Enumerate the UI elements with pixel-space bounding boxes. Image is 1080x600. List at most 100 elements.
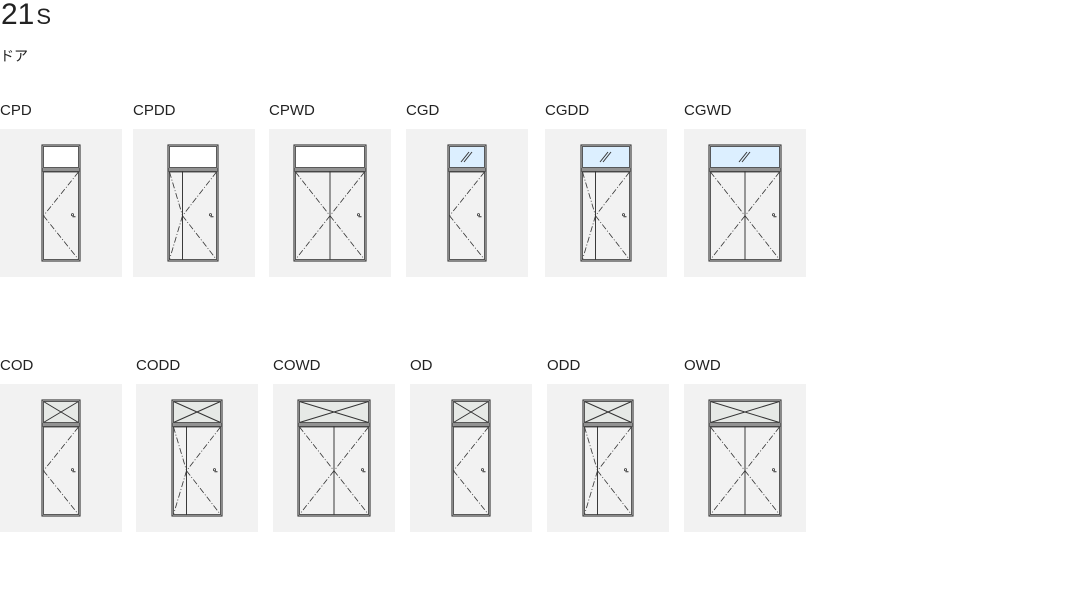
swing-line xyxy=(449,215,485,260)
door-tile xyxy=(545,129,667,277)
door-type-odd[interactable]: ODD xyxy=(547,357,669,532)
swing-line xyxy=(710,470,746,515)
door-type-od[interactable]: OD xyxy=(410,357,532,532)
swing-line xyxy=(295,171,331,216)
transom-panel xyxy=(295,146,365,168)
door-elevation-drawing xyxy=(171,399,223,517)
transom-cross xyxy=(710,401,780,423)
door-handle-icon xyxy=(622,213,626,217)
door-type-owd[interactable]: OWD xyxy=(684,357,806,532)
door-frame xyxy=(708,399,782,517)
door-handle-icon xyxy=(71,213,75,217)
door-frame xyxy=(171,399,223,517)
door-type-cowd[interactable]: COWD xyxy=(273,357,395,532)
door-handle-icon xyxy=(357,213,361,217)
glass-reflection-mark xyxy=(463,151,473,163)
door-leaf xyxy=(584,426,598,515)
door-leaf xyxy=(710,426,746,515)
swing-line xyxy=(333,470,369,515)
door-type-label: CPD xyxy=(0,102,32,119)
door-elevation-drawing xyxy=(41,399,81,517)
door-type-label: CGWD xyxy=(684,102,732,119)
door-handle-icon xyxy=(772,468,776,472)
door-frame xyxy=(293,144,367,262)
transom-glass xyxy=(449,146,485,168)
door-tile xyxy=(547,384,669,532)
door-type-codd[interactable]: CODD xyxy=(136,357,258,532)
door-elevation-drawing xyxy=(582,399,634,517)
door-type-cgd[interactable]: CGD xyxy=(406,102,528,277)
door-type-cpdd[interactable]: CPDD xyxy=(133,102,255,277)
door-type-label: CPDD xyxy=(133,102,176,119)
door-handle-icon xyxy=(481,468,485,472)
swing-line xyxy=(43,470,79,515)
door-tile xyxy=(136,384,258,532)
series-number: 21 xyxy=(1,0,35,31)
door-frame xyxy=(41,399,81,517)
door-type-cpd[interactable]: CPD xyxy=(0,102,122,277)
swing-line xyxy=(744,426,780,471)
door-tile xyxy=(684,384,806,532)
door-type-label: ODD xyxy=(547,357,581,374)
door-handle-icon xyxy=(477,213,481,217)
door-elevation-drawing xyxy=(167,144,219,262)
swing-line xyxy=(710,215,746,260)
swing-line xyxy=(582,215,596,260)
door-tile xyxy=(684,129,806,277)
door-type-cpwd[interactable]: CPWD xyxy=(269,102,391,277)
swing-line xyxy=(182,171,217,216)
door-handle-icon xyxy=(624,468,628,472)
page-subtitle: ドア xyxy=(0,49,28,65)
transom-cross xyxy=(584,401,632,423)
swing-line xyxy=(744,215,780,260)
door-tile xyxy=(0,129,122,277)
transom-glass xyxy=(710,146,780,168)
door-type-label: COD xyxy=(0,357,34,374)
door-elevation-drawing xyxy=(293,144,367,262)
swing-line xyxy=(584,426,598,471)
door-tile xyxy=(269,129,391,277)
door-type-label: CPWD xyxy=(269,102,315,119)
swing-line xyxy=(453,470,489,515)
swing-line xyxy=(186,470,221,515)
transom-cross xyxy=(299,401,369,423)
swing-line xyxy=(173,426,187,471)
door-type-cgdd[interactable]: CGDD xyxy=(545,102,667,277)
door-frame xyxy=(580,144,632,262)
swing-line xyxy=(295,215,331,260)
swing-line xyxy=(453,426,489,471)
swing-line xyxy=(710,426,746,471)
glass-reflection-mark xyxy=(738,151,748,163)
door-leaf xyxy=(295,171,331,260)
door-frame xyxy=(708,144,782,262)
door-type-cod[interactable]: COD xyxy=(0,357,122,532)
door-elevation-drawing xyxy=(580,144,632,262)
swing-line xyxy=(169,215,183,260)
door-leaf xyxy=(299,426,335,515)
swing-line xyxy=(169,171,183,216)
swing-line xyxy=(710,171,746,216)
transom-cross xyxy=(453,401,489,423)
swing-line xyxy=(449,171,485,216)
door-tile xyxy=(273,384,395,532)
door-frame xyxy=(451,399,491,517)
door-frame xyxy=(167,144,219,262)
door-type-label: OD xyxy=(410,357,433,374)
swing-line xyxy=(43,171,79,216)
door-leaf xyxy=(582,171,596,260)
swing-line xyxy=(744,470,780,515)
swing-line xyxy=(582,171,596,216)
glass-reflection-mark xyxy=(599,151,609,163)
swing-line xyxy=(182,215,217,260)
door-type-cgwd[interactable]: CGWD xyxy=(684,102,806,277)
swing-line xyxy=(595,215,630,260)
door-handle-icon xyxy=(772,213,776,217)
door-type-label: OWD xyxy=(684,357,721,374)
series-suffix: S xyxy=(36,4,52,29)
page-title: 21S xyxy=(1,0,51,30)
door-elevation-drawing xyxy=(451,399,491,517)
door-type-label: CGD xyxy=(406,102,440,119)
swing-line xyxy=(43,426,79,471)
swing-line xyxy=(333,426,369,471)
glass-reflection-mark xyxy=(741,151,751,163)
